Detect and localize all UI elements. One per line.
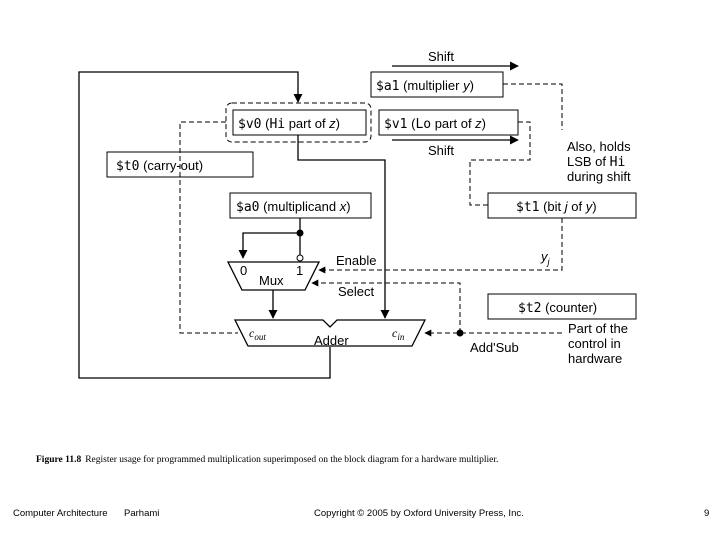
shift-top-label: Shift (428, 49, 454, 64)
adder-label: Adder (314, 333, 349, 348)
addsub-junction-dot (456, 329, 464, 337)
register-t2-label: $t2 (counter) (518, 300, 597, 316)
hi-to-adder-path (297, 150, 390, 319)
register-t2 (487, 293, 637, 320)
register-v1-label: $v1 (Lo part of z) (384, 116, 486, 132)
figure-caption-text: Register usage for programmed multiplica… (85, 455, 499, 465)
feedback-loop-line (78, 71, 331, 379)
footer-page-number: 9 (704, 508, 710, 519)
register-t1-label: $t1 (bit j of y) (516, 199, 597, 215)
addsub-label: Add'Sub (470, 340, 519, 355)
footer-copyright: Copyright © 2005 by Oxford University Pr… (314, 508, 524, 519)
enable-label: Enable (336, 253, 376, 268)
yj-dashed-line (318, 218, 563, 274)
footer-author: Parhami (124, 508, 160, 519)
figure-caption-label: Figure 11.8 (36, 455, 82, 465)
shift-bottom-label: Shift (428, 143, 454, 158)
adder-cin-label: cin (392, 326, 405, 342)
register-v1 (378, 109, 519, 136)
footer-course: Computer Architecture (13, 508, 108, 519)
register-v0 (232, 109, 367, 136)
note-also-holds: Also, holds LSB of Hi during shift (567, 139, 634, 184)
mux-input0-label: 0 (240, 263, 247, 278)
select-dashed-line (311, 279, 461, 333)
mux-input0-line (238, 232, 300, 259)
adder-cout-label: cout (249, 326, 266, 342)
yj-label: yj (540, 249, 551, 267)
mux-input1-label: 1 (296, 263, 303, 278)
mux-input1-bubble (296, 254, 304, 262)
register-a0-label: $a0 (multiplicand x) (236, 199, 351, 215)
a1-to-note-dashed (503, 83, 563, 130)
lo-to-t1-dashed (469, 121, 531, 206)
adder-block (233, 319, 427, 347)
mux-block (226, 261, 321, 291)
multiplier-block-diagram: Shift Shift $a1 (multiplier y) $v0 (Hi p… (78, 49, 637, 379)
register-v0-label: $v0 (Hi part of z) (238, 116, 340, 132)
register-a1-label: $a1 (multiplier y) (376, 78, 474, 94)
select-label: Select (338, 284, 375, 299)
register-a1 (370, 71, 504, 98)
note-control-hardware: Part of the control in hardware (568, 321, 632, 366)
mux-label: Mux (259, 273, 284, 288)
register-t0-label: $t0 (carry-out) (116, 158, 203, 174)
register-a0 (229, 192, 372, 219)
